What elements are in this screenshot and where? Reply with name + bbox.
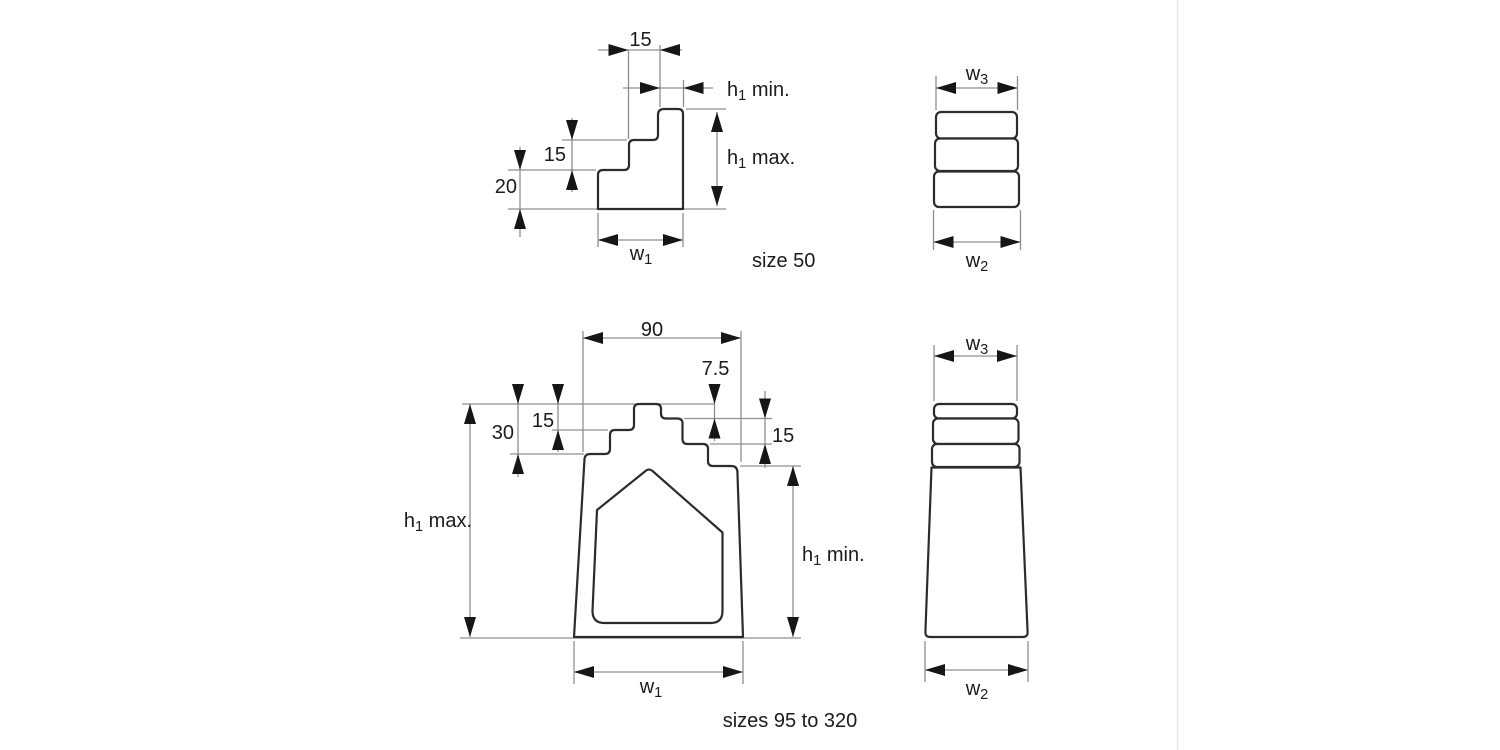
extension-lines	[924, 345, 1029, 682]
side-step-1	[934, 110, 1019, 140]
dim-label-90: 90	[641, 319, 663, 341]
side-view-steps	[924, 402, 1029, 639]
extension-lines	[508, 45, 726, 247]
side-step-2	[933, 137, 1020, 173]
dim-label-w2: w2	[965, 250, 989, 275]
dim-label-15-top: 15	[629, 29, 651, 51]
dim-label-h1-min: h1 min.	[727, 79, 790, 104]
profile-size50-step-block	[596, 107, 685, 211]
caption-sizes-95-320: sizes 95 to 320	[723, 710, 858, 732]
side-step-3	[932, 170, 1021, 209]
side-step-1	[932, 402, 1019, 420]
side-view-steps	[932, 110, 1021, 209]
dim-label-w3: w3	[965, 63, 989, 88]
dim-label-15-left: 15	[532, 410, 554, 432]
caption-size50: size 50	[752, 250, 815, 272]
dim-label-h1-max: h1 max.	[404, 510, 472, 535]
dim-label-7-5: 7.5	[702, 358, 730, 380]
figure-size50-side: w3 w2	[932, 63, 1022, 275]
dim-label-w3: w3	[965, 333, 989, 358]
figure-large-side: w3 w2	[924, 333, 1029, 703]
dim-label-15-right: 15	[772, 425, 794, 447]
dim-label-w1: w1	[629, 243, 653, 268]
side-step-3	[930, 442, 1021, 469]
side-step-2	[931, 417, 1020, 446]
dim-label-15-left: 15	[544, 144, 566, 166]
dim-label-h1-max: h1 max.	[727, 147, 795, 172]
figure-size50-front: 15 h1 min. 15 20 h1 max. w1 size 50	[495, 29, 816, 272]
profile-large-inner-cutout	[591, 468, 724, 625]
dim-label-w1: w1	[639, 676, 663, 701]
dim-label-h1-min: h1 min.	[802, 544, 865, 569]
extension-lines	[932, 76, 1022, 250]
side-body	[924, 466, 1029, 639]
dim-label-w2: w2	[965, 678, 989, 703]
dim-label-30: 30	[492, 422, 514, 444]
figure-large-front: 90 7.5 15 30 15 h1 max. h1 min. w1 sizes…	[404, 319, 865, 732]
dim-label-20: 20	[495, 176, 517, 198]
